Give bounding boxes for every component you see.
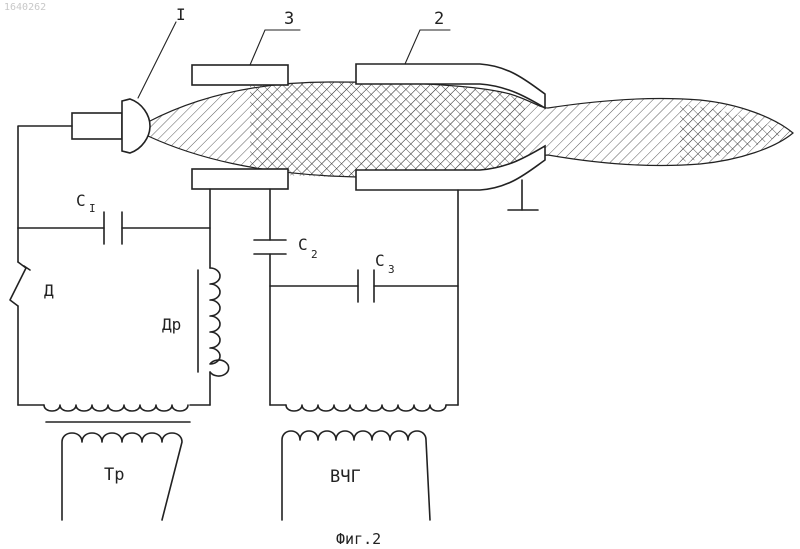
- c2-label: C: [298, 235, 308, 254]
- c3-label: C: [375, 251, 385, 270]
- electrode-2-label: 2: [434, 9, 444, 29]
- left-circuit-wiring: [18, 126, 210, 405]
- transformer-tr: [44, 405, 190, 520]
- electrode-3-leader-line: [250, 30, 300, 65]
- c2-subscript: 2: [311, 248, 318, 261]
- c1-subscript: I: [89, 202, 96, 215]
- document-id: 1640262: [4, 2, 46, 13]
- diode-d: [10, 262, 30, 306]
- generator-label: ВЧГ: [330, 467, 361, 487]
- torch-leader-line: [138, 22, 176, 98]
- electrode-2-leader-line: [405, 30, 450, 64]
- transformer-label: Тр: [104, 465, 124, 485]
- capacitor-c1: [104, 212, 122, 244]
- plasma-flame: [148, 82, 793, 178]
- capacitor-c2: [254, 240, 286, 254]
- diode-label: Д: [44, 281, 54, 300]
- choke-label: Др: [162, 315, 181, 334]
- capacitor-c3: [358, 270, 374, 302]
- figure-caption: Фиг.2: [336, 530, 381, 548]
- electrode-3-label: 3: [284, 9, 294, 29]
- ground-symbol: [508, 180, 538, 210]
- plasma-torch: [72, 99, 150, 153]
- right-circuit-wiring: [270, 189, 458, 405]
- hf-generator: [282, 405, 446, 520]
- choke-dr: [198, 268, 229, 376]
- c1-label: C: [76, 191, 86, 210]
- torch-label: I: [176, 5, 186, 24]
- c3-subscript: 3: [388, 263, 395, 276]
